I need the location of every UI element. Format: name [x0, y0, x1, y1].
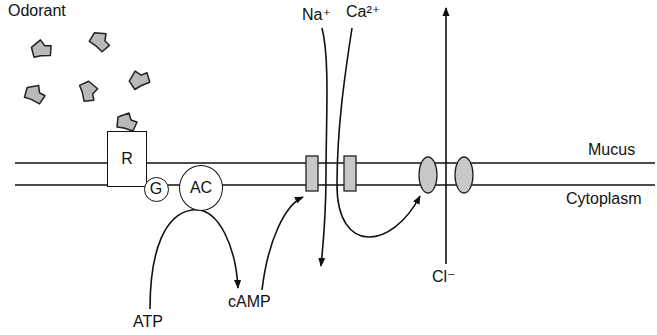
cation-channel [344, 156, 356, 191]
chloride-channel [419, 157, 437, 193]
ion-label: Cl⁻ [432, 268, 456, 286]
adenylyl-cyclase-ellipse: AC [179, 165, 223, 211]
label-text: Ca²⁺ [346, 3, 380, 20]
calcium-flow-arrow [337, 28, 420, 237]
label-text: cAMP [228, 293, 271, 310]
atp-to-camp-arrow [150, 210, 238, 309]
chloride-flow-arrow [445, 8, 447, 264]
region-label: Mucus [588, 141, 635, 159]
label-text: ATP [133, 313, 163, 330]
ion-label: Ca²⁺ [346, 3, 380, 21]
node-text: AC [190, 180, 212, 196]
receptor-box: R [107, 131, 147, 187]
node-text: R [121, 151, 133, 167]
g-protein-circle: G [144, 177, 169, 202]
cation-channel [306, 156, 318, 191]
sodium-flow-arrow [321, 28, 327, 266]
label-text: Na⁺ [302, 6, 331, 23]
label-text: Cytoplasm [566, 190, 642, 207]
molecule-label: cAMP [228, 293, 271, 311]
camp-to-channel-arrow [262, 197, 303, 290]
molecule-label: Odorant [8, 2, 66, 20]
label-text: Mucus [588, 141, 635, 158]
bound-odorant [117, 113, 137, 131]
odorant-molecule [88, 29, 114, 54]
region-label: Cytoplasm [566, 190, 642, 208]
label-text: Odorant [8, 2, 66, 19]
label-text: Cl⁻ [432, 268, 456, 285]
odorant-molecule [24, 83, 47, 104]
molecule-label: ATP [133, 313, 163, 331]
odorant-molecule [29, 37, 54, 61]
chloride-channel [455, 157, 473, 193]
node-text: G [150, 181, 162, 197]
ion-label: Na⁺ [302, 6, 331, 24]
odorant-molecule [126, 66, 153, 93]
odorant-molecule [76, 78, 102, 104]
